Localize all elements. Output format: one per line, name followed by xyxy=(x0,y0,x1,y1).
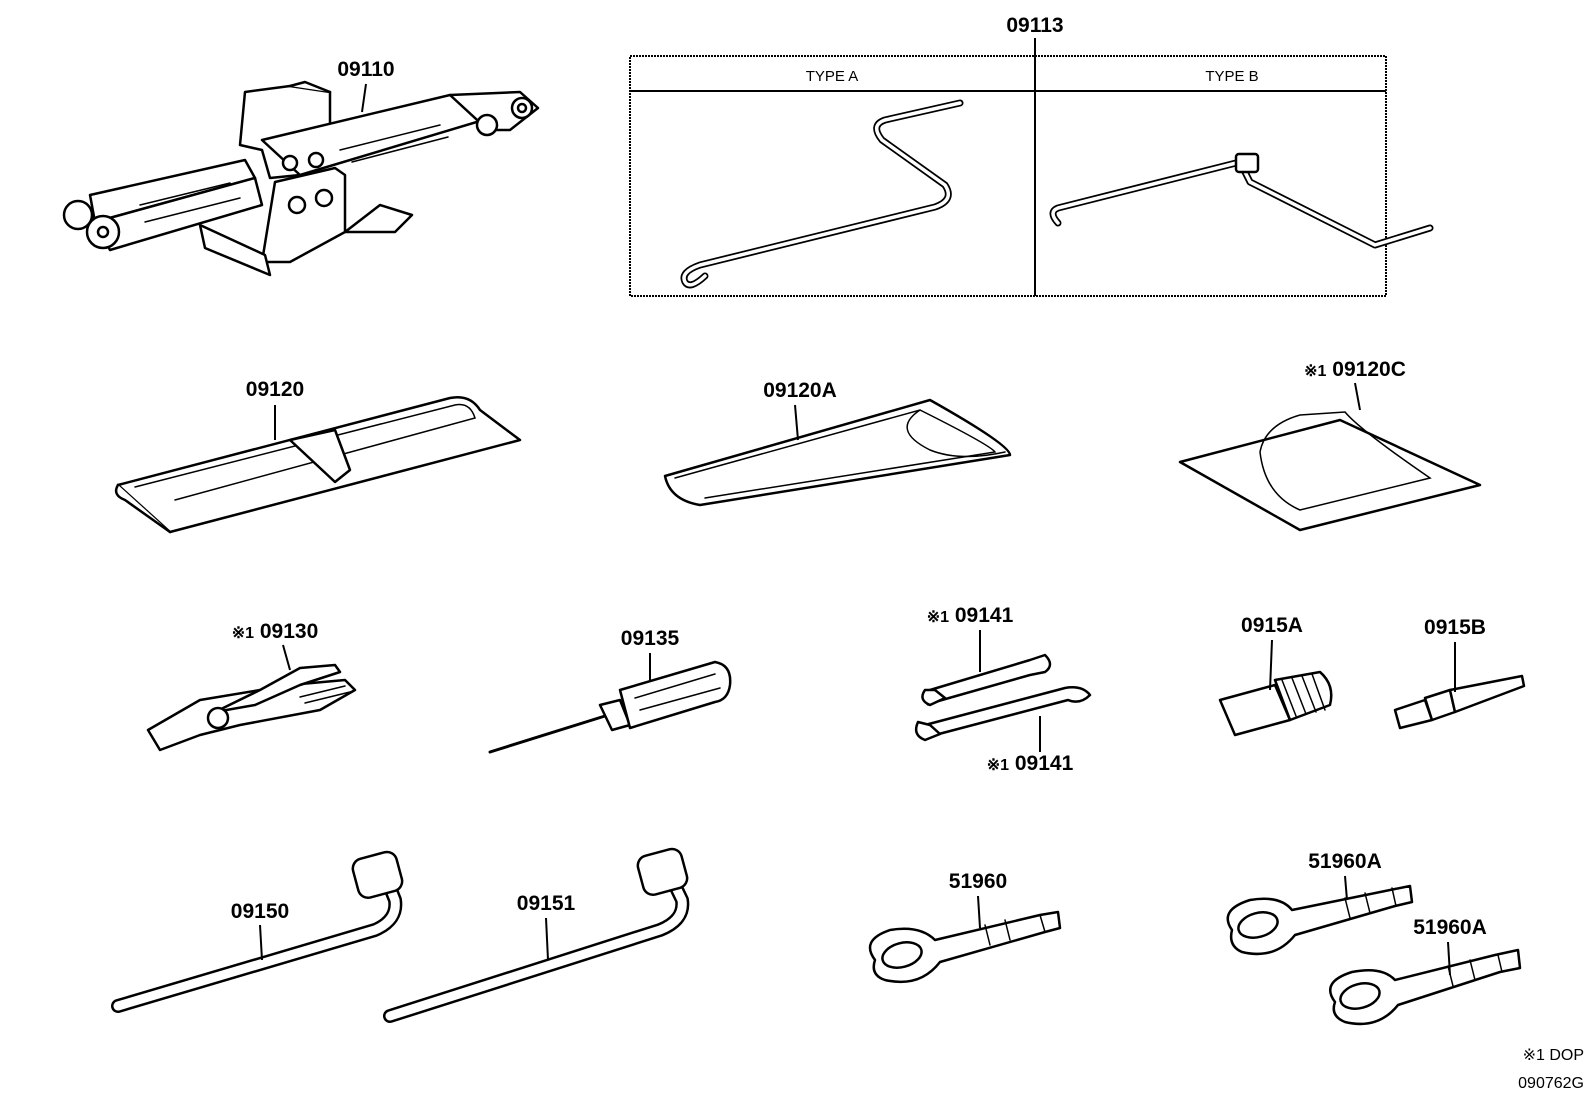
part-label-towing-eye-a2: 51960A xyxy=(1413,916,1487,939)
leader-line xyxy=(282,644,291,671)
towing-eye-drawing xyxy=(868,910,1062,984)
type-a-header: TYPE A xyxy=(806,68,859,85)
pliers-drawing xyxy=(146,663,357,752)
tool-bag-c-drawing xyxy=(1178,411,1482,532)
leader-line xyxy=(977,895,981,929)
socket-a-drawing xyxy=(1218,670,1333,737)
jack-handle-type-b-drawing xyxy=(1049,152,1434,249)
part-label-tool-bag-c: ※1 09120C xyxy=(1304,358,1406,381)
towing-eye-a1-drawing xyxy=(1226,884,1414,956)
wrench-upper-drawing xyxy=(921,653,1052,707)
part-label-towing-eye: 51960 xyxy=(949,870,1007,893)
jack-handle-box xyxy=(629,55,1387,297)
part-label-pliers: ※1 09130 xyxy=(232,620,319,643)
leader-line xyxy=(259,924,263,961)
towing-eye-a2-drawing xyxy=(1329,948,1522,1026)
part-label-jack: 09110 xyxy=(337,58,394,81)
part-label-jack-handle: 09113 xyxy=(1006,14,1063,37)
part-label-lug-wrench: 09150 xyxy=(231,900,289,923)
tool-bag-drawing xyxy=(114,396,522,534)
part-label-tool-bag: 09120 xyxy=(246,378,304,401)
leader-line xyxy=(361,83,367,113)
lug-wrench-2-drawing xyxy=(383,847,690,1023)
dop-legend: ※1 DOP xyxy=(1523,1047,1584,1064)
figure-code: 090762G xyxy=(1518,1075,1584,1092)
leader-line xyxy=(1269,639,1273,691)
leader-line xyxy=(1354,382,1361,411)
part-label-towing-eye-a1: 51960A xyxy=(1308,850,1382,873)
socket-b-drawing xyxy=(1393,674,1526,730)
part-label-socket-a: 0915A xyxy=(1241,614,1303,637)
dop-note-mark: ※1 xyxy=(232,625,254,642)
part-label-tool-bag-a: 09120A xyxy=(763,379,837,402)
leader-line xyxy=(545,917,549,961)
dop-note-mark: ※1 xyxy=(1304,363,1326,380)
dop-note-mark: ※1 xyxy=(927,609,949,626)
part-label-wrench-upper: ※1 09141 xyxy=(927,604,1014,627)
screwdriver-drawing xyxy=(488,660,732,754)
part-label-screwdriver: 09135 xyxy=(621,627,680,650)
leader-line xyxy=(1447,941,1451,976)
part-label-lug-wrench-2: 09151 xyxy=(517,892,576,915)
dop-note-mark: ※1 xyxy=(987,757,1009,774)
type-b-header: TYPE B xyxy=(1205,68,1258,85)
leader-line xyxy=(794,404,799,441)
wrench-lower-drawing xyxy=(914,686,1092,742)
scissor-jack-drawing xyxy=(62,80,540,277)
tool-bag-a-drawing xyxy=(663,398,1012,507)
part-label-socket-b: 0915B xyxy=(1424,616,1486,639)
part-label-wrench-lower: ※1 09141 xyxy=(987,752,1074,775)
lug-wrench-drawing xyxy=(111,850,404,1013)
leader-line xyxy=(1344,875,1348,901)
jack-handle-type-a-drawing xyxy=(680,99,964,289)
